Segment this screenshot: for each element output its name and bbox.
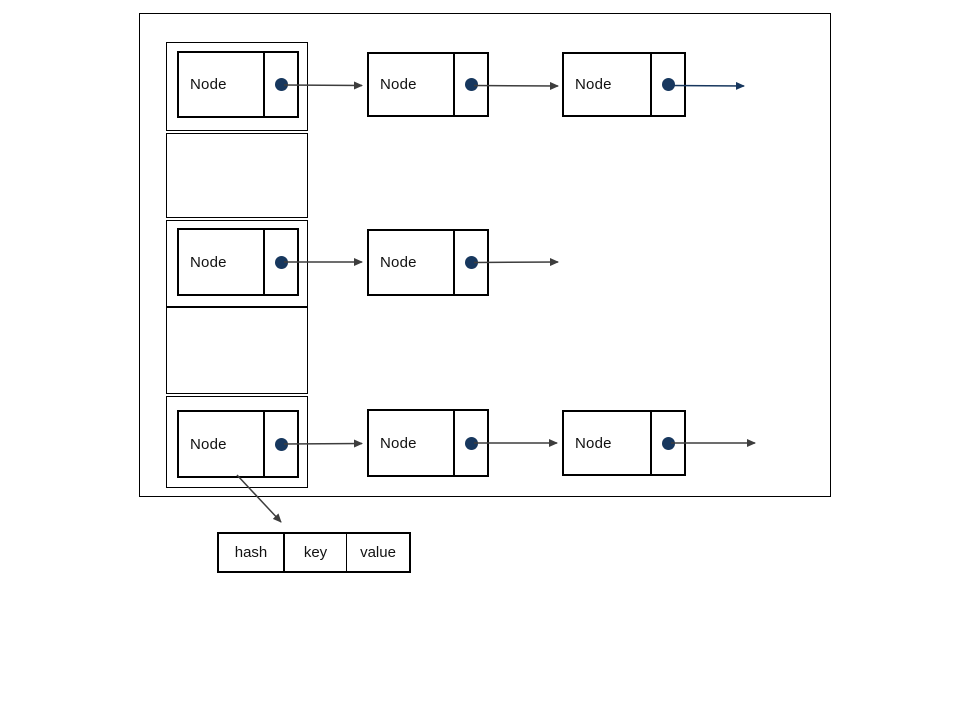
pointer-cell [455, 231, 487, 294]
node-data-cell: Node [564, 412, 652, 474]
node-data-cell: Node [179, 412, 265, 476]
node-box-row1-2: Node [367, 52, 489, 117]
node-box-row2-2: Node [367, 229, 489, 296]
bucket-cell-1-empty [166, 133, 308, 218]
pointer-dot-icon [274, 255, 288, 269]
pointer-dot-icon [464, 436, 478, 450]
pointer-cell [455, 411, 487, 475]
node-data-cell: Node [564, 54, 652, 115]
pointer-dot-icon [464, 256, 478, 269]
pointer-cell [265, 53, 297, 116]
record-field-label: value [360, 544, 396, 561]
node-label: Node [575, 76, 612, 93]
node-data-cell: Node [369, 411, 455, 475]
pointer-cell [265, 230, 297, 294]
record-field-key: key [285, 534, 347, 571]
pointer-cell [455, 54, 487, 115]
node-label: Node [380, 254, 417, 271]
pointer-cell [652, 412, 684, 474]
record-field-hash: hash [219, 534, 285, 571]
record-field-label: hash [234, 544, 268, 561]
node-label: Node [190, 435, 227, 453]
record-field-value: value [347, 534, 409, 571]
node-data-cell: Node [179, 53, 265, 116]
node-data-cell: Node [369, 231, 455, 294]
pointer-dot-icon [274, 78, 288, 91]
pointer-dot-icon [661, 436, 675, 450]
node-box-row1-3: Node [562, 52, 686, 117]
bucket-cell-3-empty [166, 307, 308, 394]
record-field-label: key [303, 544, 328, 561]
node-data-cell: Node [179, 230, 265, 294]
node-box-row3-2: Node [367, 409, 489, 477]
node-box-row3-3: Node [562, 410, 686, 476]
node-box-row1-1: Node [177, 51, 299, 118]
node-label: Node [575, 434, 612, 452]
pointer-cell [265, 412, 297, 476]
pointer-dot-icon [274, 437, 288, 451]
pointer-cell [652, 54, 684, 115]
node-label: Node [190, 253, 227, 271]
pointer-dot-icon [464, 78, 478, 91]
pointer-dot-icon [661, 78, 675, 91]
node-label: Node [190, 76, 227, 93]
record-box: hash key value [217, 532, 411, 573]
node-label: Node [380, 76, 417, 93]
node-box-row3-1: Node [177, 410, 299, 478]
node-label: Node [380, 434, 417, 452]
node-data-cell: Node [369, 54, 455, 115]
node-box-row2-1: Node [177, 228, 299, 296]
